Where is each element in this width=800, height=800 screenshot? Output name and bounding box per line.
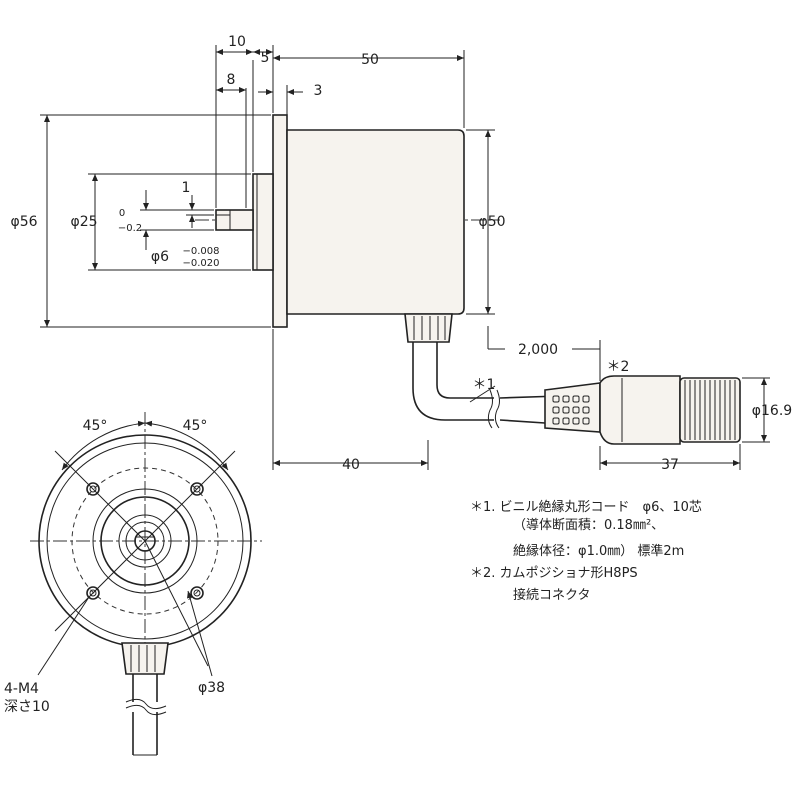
note-2-line1: ＊2. カムポジショナ形H8PS	[470, 566, 638, 581]
tap-spec-line2: 深さ10	[4, 699, 50, 715]
dim-phi56: φ56	[10, 214, 37, 230]
tol-phi6-upper: −0.008	[182, 246, 219, 257]
tol-phi6-lower: −0.020	[182, 258, 219, 269]
dim-5: 5	[261, 50, 270, 66]
tol-phi25-lower: −0.2	[118, 223, 142, 234]
dim-phi25: φ25	[70, 214, 97, 230]
note-1-line1: ＊1. ビニル絶縁丸形コード φ6、10芯	[470, 500, 702, 515]
shaft	[215, 209, 254, 231]
cable-gland	[404, 313, 453, 343]
dim-phi16-9: φ16.9	[752, 403, 792, 419]
note-mark-2: ＊2	[607, 359, 630, 375]
connector-body	[599, 375, 681, 445]
angle-left: 45°	[83, 418, 108, 434]
note-1-line2: （導体断面積：0.18㎜²、	[513, 518, 665, 533]
note-2-line2: 接続コネクタ	[513, 588, 591, 603]
dim-phi50: φ50	[478, 214, 505, 230]
side-view: 10 5 50 8 3 1 φ56 φ25 0 −0.2 φ6 −0.008 −…	[10, 34, 792, 473]
dim-37: 37	[661, 457, 679, 473]
dim-8: 8	[227, 72, 236, 88]
front-shaft	[134, 530, 156, 552]
dim-phi38: φ38	[198, 680, 225, 696]
cable	[412, 342, 494, 421]
mounting-flange	[272, 114, 288, 328]
note-mark-1: ＊1	[473, 377, 496, 393]
angle-right: 45°	[183, 418, 208, 434]
encoder-body	[286, 129, 465, 315]
tap-spec-line1: 4-M4	[4, 681, 39, 697]
tol-phi25-upper: 0	[119, 208, 125, 219]
front-view: 45° 45° 4-M4 深さ10 φ38	[4, 412, 262, 756]
dim-1: 1	[182, 180, 191, 196]
dim-50-length: 50	[361, 52, 379, 68]
boss-outline	[100, 496, 190, 586]
note-1-line3: 絶縁体径：φ1.0㎜） 標準2m	[513, 544, 685, 559]
shaft-boss	[252, 173, 274, 271]
dim-phi6: φ6	[151, 249, 169, 265]
dim-40: 40	[342, 457, 360, 473]
dim-3: 3	[314, 83, 323, 99]
dim-2000: 2,000	[518, 342, 558, 358]
front-cable-gland	[121, 642, 169, 675]
dim-10: 10	[228, 34, 246, 50]
